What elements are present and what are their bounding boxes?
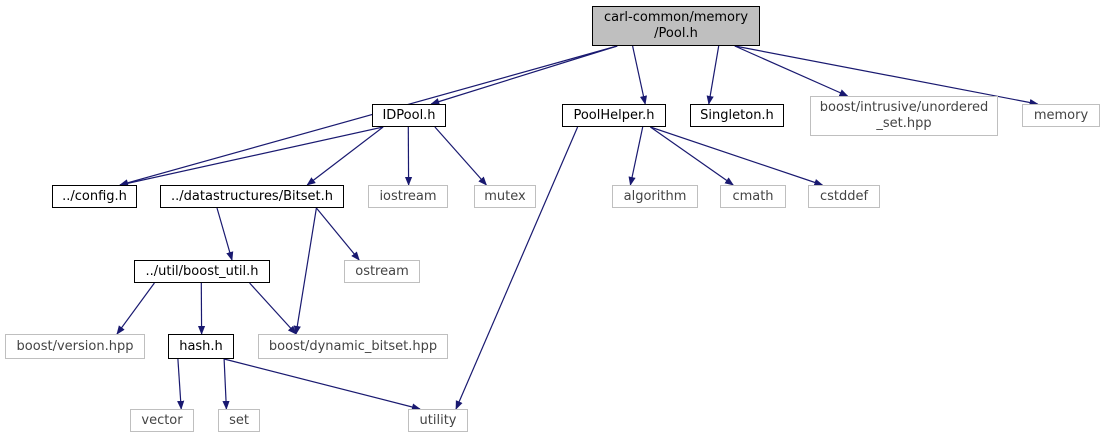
edge-boostutil-to-dynbitset [249, 282, 297, 335]
node-label-line: Singleton.h [700, 107, 774, 123]
node-label-line: ../datastructures/Bitset.h [171, 188, 333, 204]
node-cmath: cmath [720, 185, 786, 208]
node-label: algorithm [624, 189, 687, 205]
node-poolhelper[interactable]: PoolHelper.h [562, 104, 666, 127]
edge-layer [116, 45, 1039, 411]
edge-pool-to-config [119, 45, 618, 187]
node-label-line: IDPool.h [382, 107, 436, 123]
node-label: Singleton.h [700, 108, 774, 124]
edge-pool-to-singleton [706, 45, 720, 105]
node-iostream: iostream [368, 185, 448, 208]
node-label-line: utility [419, 412, 457, 428]
node-label-line: ../config.h [62, 188, 127, 204]
node-label-line: carl-common/memory [603, 10, 749, 25]
node-utility: utility [408, 409, 468, 432]
node-dynbitset: boost/dynamic_bitset.hpp [258, 334, 448, 359]
node-label-line: boost/dynamic_bitset.hpp [268, 338, 438, 354]
node-label: vector [141, 413, 182, 429]
node-label: mutex [484, 189, 525, 205]
node-set: set [218, 409, 260, 432]
node-idpool[interactable]: IDPool.h [372, 104, 446, 127]
node-pool[interactable]: carl-common/memory/Pool.h [592, 6, 760, 46]
node-label-line: memory [1033, 107, 1089, 123]
node-singleton[interactable]: Singleton.h [690, 104, 784, 127]
node-label-line: ../util/boost_util.h [145, 263, 259, 279]
node-label-line: cstddef [819, 188, 869, 204]
node-label-line: ostream [355, 263, 409, 279]
node-label-line: vector [141, 412, 183, 428]
edge-bitset-to-boostutil [216, 207, 234, 261]
edge-idpool-to-bitset [306, 126, 384, 186]
node-label: set [229, 413, 249, 429]
edge-pool-to-unordered [734, 45, 849, 97]
node-bitset[interactable]: ../datastructures/Bitset.h [160, 185, 344, 208]
node-boostutil[interactable]: ../util/boost_util.h [134, 260, 270, 283]
node-ostream: ostream [344, 260, 420, 283]
node-label-line: set [229, 412, 249, 428]
node-label: boost/version.hpp [17, 339, 134, 355]
node-label: ../config.h [62, 189, 127, 205]
node-label: boost/dynamic_bitset.hpp [269, 339, 437, 355]
node-label: utility [420, 413, 457, 429]
node-label-line: hash.h [179, 338, 223, 354]
node-label: ../datastructures/Bitset.h [171, 189, 333, 205]
node-label: ../util/boost_util.h [145, 264, 258, 280]
edge-poolhelper-to-algorithm [628, 126, 644, 186]
node-label-line: algorithm [623, 188, 687, 204]
node-label: boost/intrusive/unordered_set.hpp [820, 100, 989, 132]
node-version: boost/version.hpp [5, 334, 145, 359]
node-label-line: boost/intrusive/unordered [819, 100, 989, 115]
node-label-line: PoolHelper.h [573, 107, 655, 123]
node-vector: vector [130, 409, 194, 432]
node-label: memory [1034, 108, 1088, 124]
edge-idpool-to-config [119, 126, 384, 187]
node-memory: memory [1022, 104, 1100, 127]
node-algorithm: algorithm [612, 185, 698, 208]
node-label: ostream [355, 264, 409, 280]
node-label: IDPool.h [382, 108, 435, 124]
edge-pool-to-poolhelper [632, 45, 647, 105]
node-unordered: boost/intrusive/unordered_set.hpp [810, 96, 998, 136]
node-label-line: _set.hpp [876, 116, 932, 131]
node-label-line: iostream [379, 188, 437, 204]
edge-idpool-to-mutex [434, 126, 487, 186]
node-label-line: boost/version.hpp [16, 338, 134, 354]
node-label: cstddef [820, 189, 868, 205]
node-label: iostream [379, 189, 436, 205]
node-mutex: mutex [474, 185, 536, 208]
node-label-line: mutex [484, 188, 526, 204]
edge-poolhelper-to-utility [455, 126, 579, 410]
node-hash[interactable]: hash.h [168, 334, 234, 359]
edge-pool-to-idpool [430, 45, 618, 106]
edge-hash-to-set [222, 358, 230, 410]
node-label-line: cmath [732, 188, 774, 204]
node-config[interactable]: ../config.h [52, 185, 137, 208]
node-label: cmath [732, 189, 773, 205]
edge-poolhelper-to-cmath [650, 126, 734, 186]
node-label: PoolHelper.h [573, 108, 654, 124]
edge-hash-to-vector [177, 358, 185, 410]
node-label-line: /Pool.h [654, 26, 698, 41]
edge-bitset-to-ostream [315, 207, 360, 261]
node-cstddef: cstddef [808, 185, 880, 208]
edge-boostutil-to-version [116, 282, 155, 335]
edge-hash-to-utility [223, 358, 421, 411]
node-label: carl-common/memory/Pool.h [604, 10, 748, 42]
edge-bitset-to-dynbitset [293, 207, 317, 335]
edge-pool-to-memory [734, 45, 1039, 107]
edge-poolhelper-to-cstddef [650, 126, 824, 186]
node-label: hash.h [179, 339, 223, 355]
